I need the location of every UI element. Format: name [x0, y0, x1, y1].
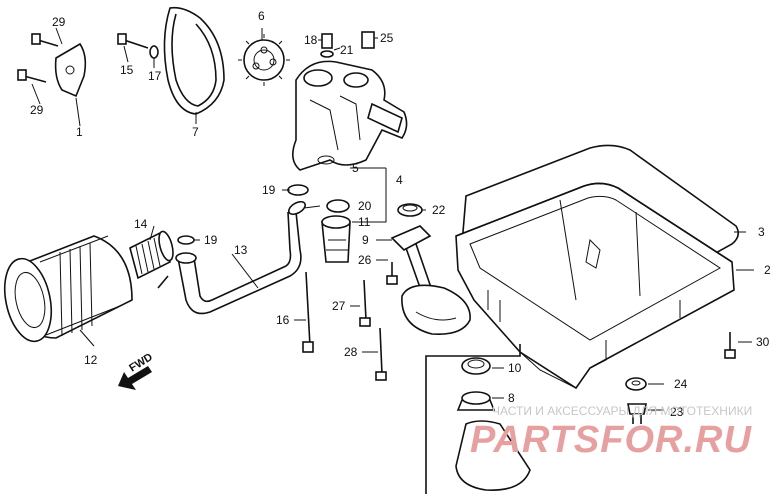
- part-label-3: 3: [758, 225, 765, 239]
- part-label-28: 28: [344, 345, 358, 359]
- part-label-30: 30: [756, 335, 770, 349]
- part-label-29b: 29: [30, 103, 44, 117]
- inset-frame: [425, 344, 521, 494]
- oil-filter: [3, 235, 133, 343]
- part-label-13: 13: [234, 243, 248, 257]
- watermark: ЧАСТИ И АКСЕССУАРЫ ДЛЯ МОТОТЕХНИКИ PARTS…: [470, 404, 752, 461]
- part-label-9: 9: [362, 233, 369, 247]
- bolts: [17, 33, 159, 83]
- part-label-23: 23: [670, 405, 684, 419]
- drive-chain: [163, 6, 225, 115]
- part-label-19b: 19: [204, 233, 218, 247]
- part-label-5: 5: [352, 161, 359, 175]
- part-label-2: 2: [764, 263, 771, 277]
- oil-pipe: [157, 200, 306, 315]
- inset-parts: [455, 357, 531, 491]
- part-label-7: 7: [192, 125, 199, 139]
- sprocket: [238, 34, 290, 86]
- oil-pump: [292, 60, 408, 171]
- fwd-arrow: FWD: [118, 351, 155, 390]
- oil-strainer: [390, 225, 471, 336]
- part-labels: 29 29 1 15 17 7 6 18 21 25 5 4 19 20 11 …: [30, 9, 771, 419]
- part-label-19a: 19: [262, 183, 276, 197]
- part-label-25: 25: [380, 31, 394, 45]
- part-label-4: 4: [396, 173, 403, 187]
- part-label-18: 18: [304, 33, 318, 47]
- part-label-22: 22: [432, 203, 446, 217]
- long-bolts: [302, 262, 736, 381]
- pipe-fitting: [129, 230, 174, 280]
- part-label-20: 20: [358, 199, 372, 213]
- part-label-26: 26: [358, 253, 372, 267]
- part-label-12: 12: [84, 353, 98, 367]
- part-label-17: 17: [148, 69, 162, 83]
- part-label-15: 15: [120, 63, 134, 77]
- part-label-14: 14: [134, 217, 148, 231]
- part-label-21: 21: [340, 43, 354, 57]
- part-label-10: 10: [508, 361, 522, 375]
- part-label-1: 1: [76, 125, 83, 139]
- part-label-11: 11: [358, 215, 371, 229]
- watermark-logo: PARTSFOR.RU: [470, 419, 752, 461]
- part-label-24: 24: [674, 377, 688, 391]
- part-label-27: 27: [332, 299, 346, 313]
- leader-lines: [31, 27, 754, 411]
- bracket: [54, 42, 87, 98]
- part-label-8: 8: [508, 391, 515, 405]
- drain-bolt: [627, 403, 647, 424]
- strainer-collar: [321, 215, 351, 263]
- part-label-6: 6: [258, 9, 265, 23]
- oil-pan: [455, 182, 735, 390]
- watermark-tagline: ЧАСТИ И АКСЕССУАРЫ ДЛЯ МОТОТЕХНИКИ: [492, 404, 752, 418]
- dowel-pins: [320, 31, 375, 58]
- part-label-16: 16: [276, 313, 290, 327]
- drain-washer: [625, 377, 647, 391]
- part-label-29a: 29: [52, 15, 66, 29]
